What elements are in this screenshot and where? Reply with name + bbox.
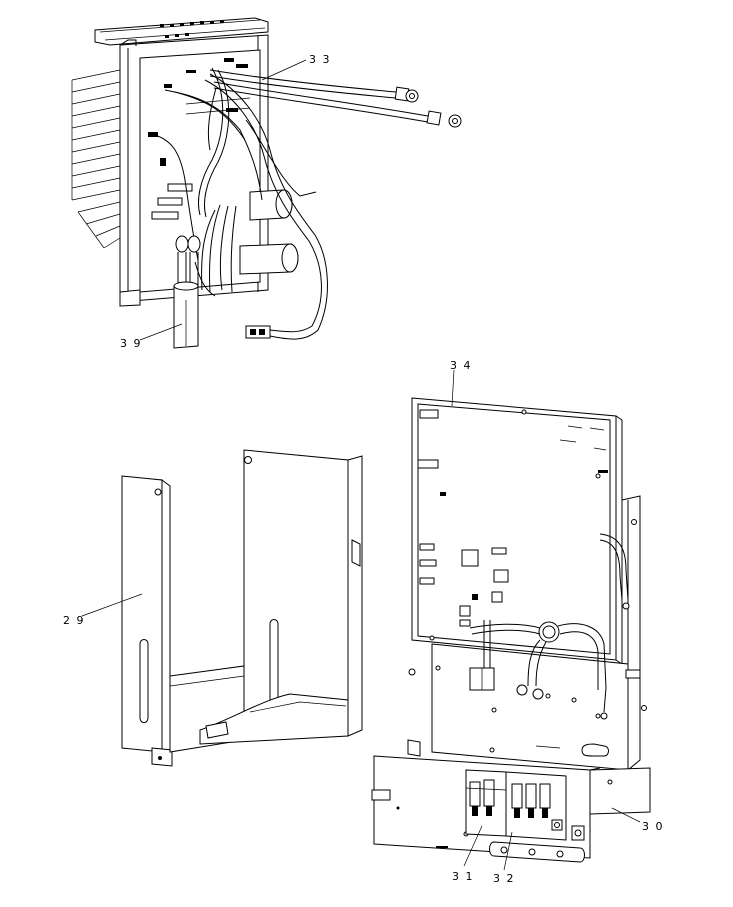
callout-34: 3 4 <box>450 359 472 372</box>
leader-31 <box>503 831 513 871</box>
leader-32 <box>463 825 483 867</box>
callout-29: 2 9 <box>63 614 85 627</box>
main-pcb-34 <box>411 397 623 665</box>
callout-30: 3 0 <box>642 820 664 833</box>
ferrite-clamp <box>175 235 201 285</box>
terminal-block-32 <box>465 769 507 837</box>
internal-wire-bundle <box>154 89 263 297</box>
capacitor-lower <box>239 243 299 275</box>
leader-34 <box>451 369 455 407</box>
leader-29 <box>81 593 143 617</box>
heatsink-fins <box>71 69 121 249</box>
terminal-block-31 <box>489 771 585 863</box>
leader-33 <box>261 59 307 81</box>
callout-33: 3 3 <box>309 53 331 66</box>
capacitor-upper <box>249 189 293 221</box>
leader-39 <box>139 323 183 341</box>
callout-32: 3 1 <box>452 870 474 883</box>
bracket-panel-29 <box>121 449 363 767</box>
callout-31: 3 2 <box>493 872 515 885</box>
callout-39: 3 9 <box>120 337 142 350</box>
callout-leaders <box>81 59 641 871</box>
callout-labels: 3 3 3 9 3 4 2 9 3 0 3 2 3 1 <box>63 53 664 885</box>
top-connector-strip <box>94 17 269 46</box>
pcb-components <box>148 58 251 220</box>
pcb-wiring <box>469 533 630 720</box>
top-assembly <box>71 17 462 349</box>
wire-harness-33 <box>198 67 462 340</box>
cable-sleeve-39 <box>173 281 199 349</box>
leader-30 <box>611 807 641 823</box>
connector-pins <box>160 20 224 38</box>
